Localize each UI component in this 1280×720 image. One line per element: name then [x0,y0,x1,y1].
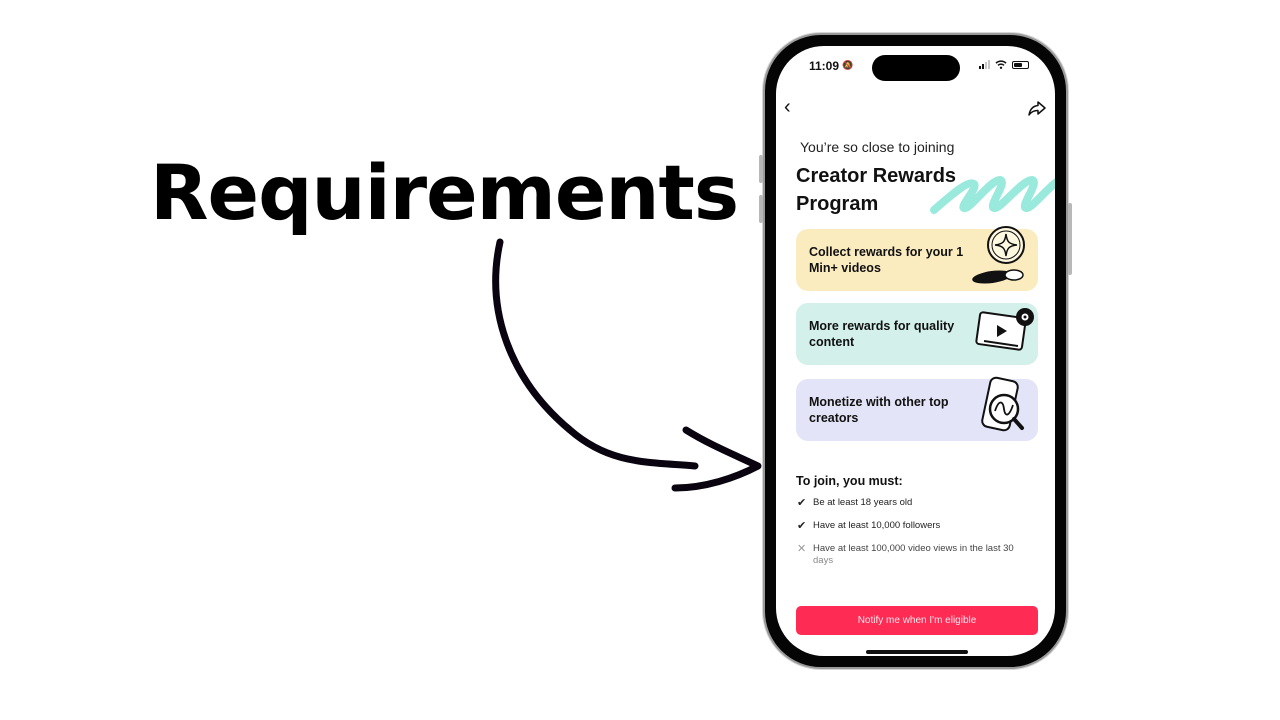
coin-star-icon [972,226,1025,284]
hand-drawn-arrow [492,238,762,492]
requirement-text: Have at least 10,000 followers [813,520,941,531]
phone-screen: 11:09 🔕 ‹ You’re so close to joining Cre… [776,46,1055,656]
phone-volume-up [759,155,763,183]
phone-search-icon [981,376,1024,432]
benefit-card-monetize: Monetize with other top creators [796,376,1038,441]
video-play-icon [975,308,1034,351]
benefit-label: Monetize with other top creators [809,395,949,425]
subtitle: You’re so close to joining [800,139,955,155]
benefit-label: More rewards for quality content [809,319,955,349]
benefit-label: Collect rewards for your 1 Min+ videos [809,245,964,275]
dynamic-island [872,55,960,81]
wifi-icon [995,60,1007,69]
requirement-item: ✔ Have at least 10,000 followers [797,520,940,532]
cellular-signal-icon [979,60,990,69]
requirements-title: To join, you must: [796,474,903,488]
check-icon: ✔ [797,497,807,509]
overlay-headline: Requirements [150,148,739,237]
benefit-card-quality: More rewards for quality content [796,303,1038,365]
decorative-squiggle [930,175,1055,214]
share-icon[interactable] [1027,98,1047,118]
battery-icon [1012,60,1029,69]
back-button[interactable]: ‹ [784,96,791,118]
requirement-text: Have at least 100,000 video views in the… [813,543,1014,554]
status-icons [979,60,1029,69]
status-time: 11:09 [809,59,840,73]
home-indicator[interactable] [866,650,968,654]
notify-eligible-button[interactable]: Notify me when I'm eligible [796,606,1038,635]
benefit-card-rewards: Collect rewards for your 1 Min+ videos [796,226,1038,291]
cross-icon: ✕ [797,543,807,555]
phone-volume-down [759,195,763,223]
requirement-item: ✕ Have at least 100,000 video views in t… [797,543,1014,567]
check-icon: ✔ [797,520,807,532]
requirement-text-continued: days [813,555,834,566]
requirement-item: ✔ Be at least 18 years old [797,497,912,509]
phone-side-button [1068,203,1072,275]
silent-bell-icon: 🔕 [842,60,854,70]
requirement-text: Be at least 18 years old [813,497,913,508]
program-title: Creator Rewards Program [796,165,957,215]
phone-frame: 11:09 🔕 ‹ You’re so close to joining Cre… [759,33,1072,669]
